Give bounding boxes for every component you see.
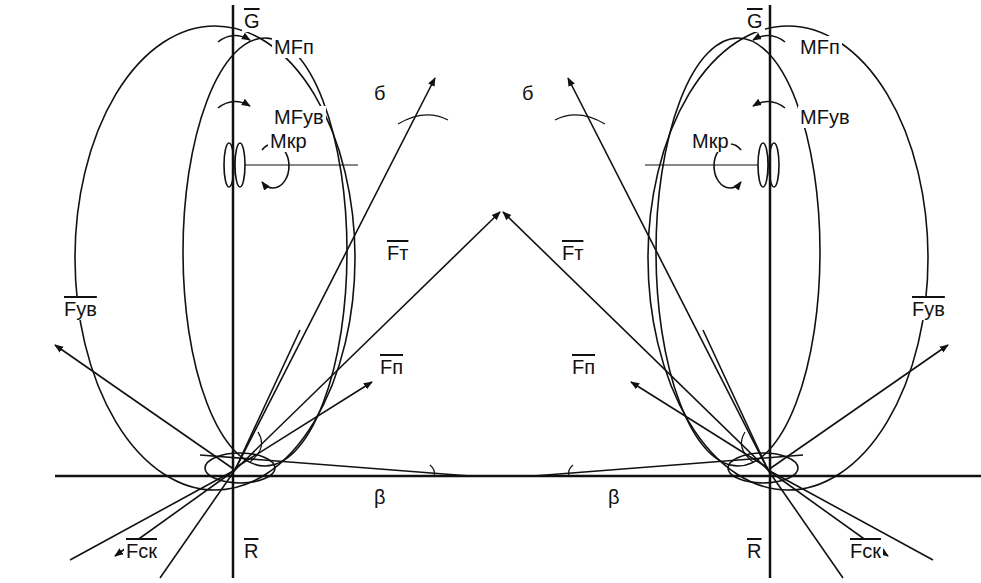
force-label: Fп	[378, 356, 405, 378]
force-label: G	[242, 10, 262, 32]
angle-label: β	[372, 486, 388, 508]
force-label: R	[242, 540, 260, 562]
force-label: Fп	[570, 356, 597, 378]
angle-label: б	[372, 82, 387, 104]
moment-label: MFув	[272, 106, 326, 128]
moment-label: Mкр	[268, 130, 309, 152]
moment-label: MFув	[798, 106, 852, 128]
force-label: Fув	[910, 298, 947, 320]
angle-label: б	[520, 82, 535, 104]
force-label: Fт	[385, 242, 410, 264]
moment-label: Mкр	[690, 130, 731, 152]
moment-label: MFп	[798, 36, 842, 58]
force-label: R	[745, 540, 763, 562]
force-label: Fск	[848, 540, 883, 562]
force-label: Fт	[560, 242, 585, 264]
force-label: G	[745, 10, 765, 32]
force-label: Fск	[124, 540, 159, 562]
force-label: Fув	[62, 298, 99, 320]
angle-label: β	[606, 486, 622, 508]
moment-label: MFп	[272, 36, 316, 58]
